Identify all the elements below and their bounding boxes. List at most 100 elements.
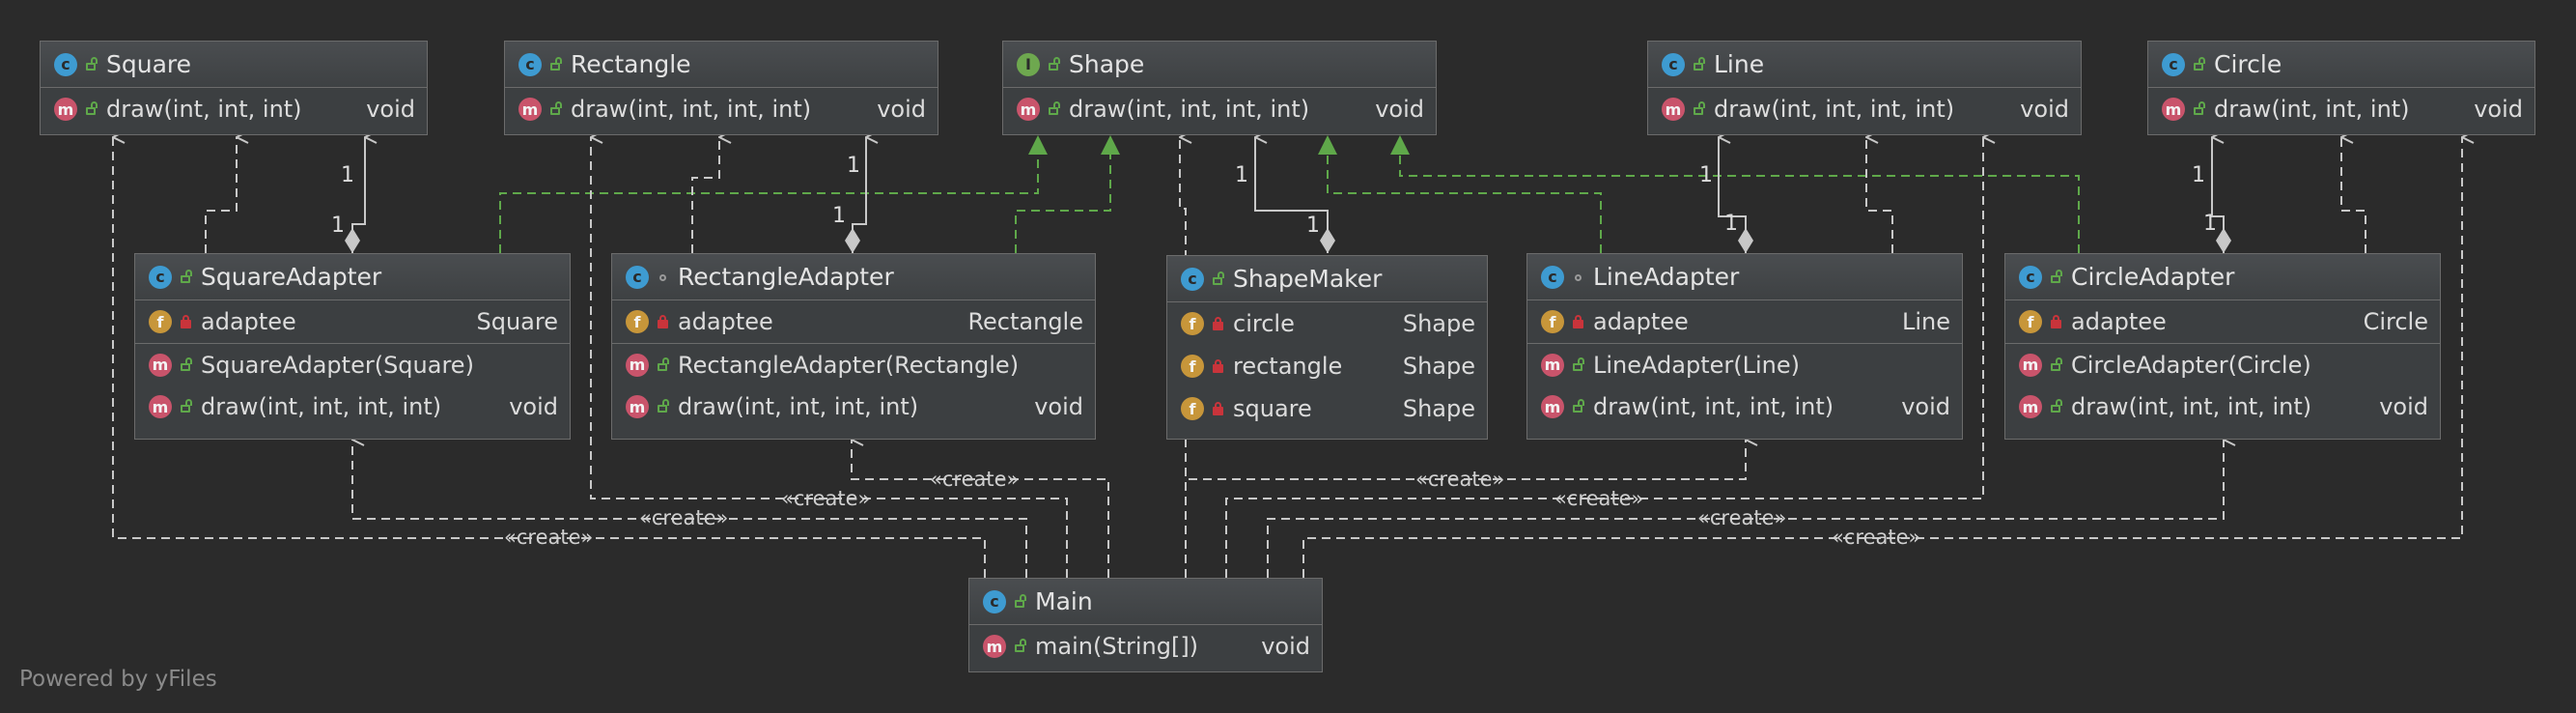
class-header: c RectangleAdapter (612, 254, 1095, 300)
class-icon: c (1662, 52, 1685, 76)
private-icon (180, 315, 193, 328)
package-private-icon (1572, 271, 1585, 283)
interface-shape[interactable]: I Shape m draw(int, int, int, int) void (1002, 41, 1437, 135)
class-header: c Circle (2148, 42, 2534, 88)
method-icon: m (2019, 395, 2042, 418)
field-row[interactable]: f adaptee Rectangle (612, 300, 1095, 343)
method-icon: m (54, 98, 77, 121)
class-icon: c (1181, 267, 1204, 291)
create-label-square-adapter: «create» (639, 506, 728, 529)
method-signature: LineAdapter(Line) (1593, 351, 1800, 379)
class-square-adapter[interactable]: c SquareAdapter f adaptee Square m Squar… (134, 253, 571, 440)
method-signature: RectangleAdapter(Rectangle) (678, 351, 1020, 379)
field-row[interactable]: f rectangle Shape (1167, 345, 1487, 387)
method-row[interactable]: m draw(int, int, int, int) void (1648, 88, 2081, 130)
class-header: c Square (41, 42, 427, 88)
composition-diamonds (345, 228, 2231, 253)
public-icon (2050, 399, 2063, 413)
method-row[interactable]: m draw(int, int, int, int) void (1527, 385, 1962, 428)
field-type: Line (1901, 308, 1950, 335)
method-signature: SquareAdapter(Square) (201, 351, 474, 379)
method-icon: m (626, 353, 649, 377)
class-name: SquareAdapter (201, 263, 382, 291)
interface-icon: I (1017, 52, 1040, 76)
class-header: c Line (1648, 42, 2081, 88)
public-icon (1014, 593, 1027, 608)
class-icon: c (149, 265, 172, 289)
class-name: CircleAdapter (2071, 263, 2235, 291)
field-row[interactable]: f circle Shape (1167, 302, 1487, 345)
field-row[interactable]: f square Shape (1167, 387, 1487, 430)
method-row[interactable]: m draw(int, int, int) void (41, 88, 427, 130)
public-icon (180, 399, 193, 413)
class-line[interactable]: c Line m draw(int, int, int, int) void (1647, 41, 2082, 135)
realization-arrowheads (1028, 135, 1410, 155)
public-icon (180, 356, 193, 371)
field-name: adaptee (201, 308, 296, 335)
create-label-rectangle: «create» (781, 487, 870, 510)
class-name: Main (1035, 587, 1093, 615)
class-icon: c (2162, 52, 2185, 76)
return-type: void (2474, 96, 2523, 123)
interface-name: Shape (1069, 50, 1145, 78)
mult-10: 1 (2203, 212, 2217, 236)
class-rectangle-adapter[interactable]: c RectangleAdapter f adaptee Rectangle m… (611, 253, 1096, 440)
field-row[interactable]: f adaptee Line (1527, 300, 1962, 343)
public-icon (2050, 269, 2063, 283)
method-signature: draw(int, int, int, int) (571, 96, 812, 123)
class-shape-maker[interactable]: c ShapeMaker f circle Shape f rectangle … (1166, 255, 1488, 440)
class-circle[interactable]: c Circle m draw(int, int, int) void (2147, 41, 2535, 135)
class-header: c ShapeMaker (1167, 256, 1487, 302)
interface-header: I Shape (1003, 42, 1436, 88)
method-signature: draw(int, int, int, int) (1714, 96, 1955, 123)
class-icon: c (54, 52, 77, 76)
class-main[interactable]: c Main m main(String[]) void (968, 578, 1323, 672)
return-type: void (509, 393, 558, 420)
field-row[interactable]: f adaptee Circle (2005, 300, 2440, 343)
public-icon (549, 101, 563, 115)
return-type: void (1901, 393, 1950, 420)
method-row[interactable]: m main(String[]) void (969, 625, 1322, 668)
field-name: square (1233, 395, 1312, 422)
method-row[interactable]: m draw(int, int, int, int) void (612, 385, 1095, 428)
realization-line-adapter (1327, 145, 1602, 253)
method-row[interactable]: m draw(int, int, int, int) void (1003, 88, 1436, 130)
method-signature: draw(int, int, int, int) (201, 393, 442, 420)
field-type: Square (476, 308, 559, 335)
field-row[interactable]: f adaptee Square (135, 300, 570, 343)
method-icon: m (2162, 98, 2185, 121)
class-circle-adapter[interactable]: c CircleAdapter f adaptee Circle m Circl… (2004, 253, 2441, 440)
return-type: void (1375, 96, 1424, 123)
public-icon (85, 101, 98, 115)
field-name: rectangle (1233, 353, 1343, 380)
method-icon: m (149, 395, 172, 418)
field-icon: f (2019, 310, 2042, 333)
method-row[interactable]: m CircleAdapter(Circle) (2005, 343, 2440, 385)
public-icon (1572, 399, 1585, 413)
field-type: Circle (2363, 308, 2428, 335)
method-row[interactable]: m draw(int, int, int) void (2148, 88, 2534, 130)
class-line-adapter[interactable]: c LineAdapter f adaptee Line m LineAdapt… (1526, 253, 1963, 440)
method-row[interactable]: m SquareAdapter(Square) (135, 343, 570, 385)
public-icon (1014, 639, 1027, 652)
method-signature: draw(int, int, int) (106, 96, 302, 123)
mult-4: 1 (832, 204, 846, 228)
public-icon (180, 269, 193, 283)
public-icon (2050, 356, 2063, 371)
package-private-icon (657, 271, 670, 283)
field-icon: f (626, 310, 649, 333)
class-rectangle[interactable]: c Rectangle m draw(int, int, int, int) v… (504, 41, 938, 135)
dependency-edges (112, 137, 2462, 578)
class-icon: c (626, 265, 649, 289)
method-icon: m (983, 635, 1006, 658)
method-row[interactable]: m RectangleAdapter(Rectangle) (612, 343, 1095, 385)
method-icon: m (626, 395, 649, 418)
method-row[interactable]: m draw(int, int, int, int) void (135, 385, 570, 428)
method-row[interactable]: m draw(int, int, int, int) void (2005, 385, 2440, 428)
class-icon: c (518, 52, 542, 76)
public-icon (2193, 101, 2206, 115)
method-row[interactable]: m draw(int, int, int, int) void (505, 88, 938, 130)
public-icon (1048, 56, 1061, 71)
class-square[interactable]: c Square m draw(int, int, int) void (40, 41, 428, 135)
method-row[interactable]: m LineAdapter(Line) (1527, 343, 1962, 385)
